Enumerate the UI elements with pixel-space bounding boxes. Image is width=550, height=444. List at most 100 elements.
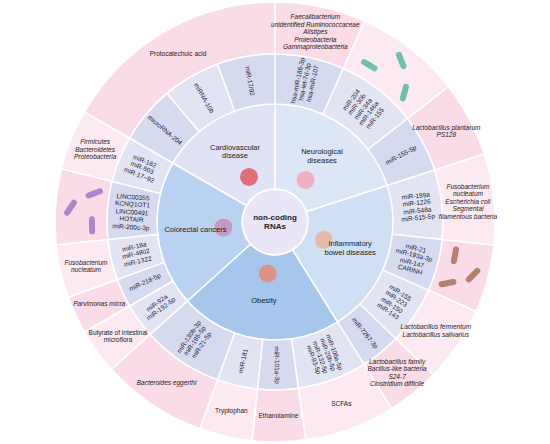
text-stack: Cardiovascular disease: [203, 144, 267, 161]
ncrna-name: miR-199a: [399, 190, 434, 201]
ncrna-segment-shape: [108, 234, 164, 279]
ncrna-name: miRNA-10b: [192, 82, 215, 115]
microbe-name: Escherichia coli: [439, 198, 497, 205]
text-stack: SCFAs: [296, 401, 386, 408]
ncrna-segment-shape: [360, 270, 429, 339]
text-stack: miR-101a-3p: [273, 346, 281, 384]
ncrna-name: miR-21-5p: [188, 327, 215, 362]
text-stack: Protocatechuic acid: [133, 50, 223, 57]
ncrna-segment-shape: [107, 181, 161, 239]
ncrna-name: miR-185-5p: [181, 323, 208, 358]
ncrna-name: miR-93-5p: [303, 341, 323, 379]
disease-icon: [315, 231, 333, 249]
microbe-name: Butyrate of intestinal microflora: [86, 329, 150, 344]
text-stack: hsa-miR-186-3phsa-let-7d-3phsa-miR-107: [289, 57, 321, 107]
text-stack: non-coding RNAs: [248, 213, 302, 231]
disease-icon: [259, 264, 277, 282]
bacterium-figure: [360, 58, 379, 72]
microbe-segment-shape: [298, 364, 391, 439]
microbe-segment-shape: [275, 2, 364, 69]
ncrna-segment-shape: [150, 301, 234, 380]
ncrna-name: miR-130b-3p: [175, 319, 202, 354]
ncrna-name: CARINH: [391, 261, 429, 278]
ncrna-name: miR-218-5p: [128, 272, 162, 293]
text-stack: miR-204miR-30bmiR-34amiR-146amiR-155: [340, 87, 387, 132]
ncrna-name: miR-150: [379, 295, 404, 315]
bacterium-figure: [438, 278, 457, 287]
microbe-segment: [343, 21, 448, 119]
ncrna-name: miR-155: [388, 283, 413, 303]
ncrna-name: hsa-let-7d-3p: [296, 59, 313, 106]
microbe-segment-shape: [435, 154, 495, 245]
disease-icon: [214, 218, 232, 236]
microbe-segment-shape: [112, 334, 218, 428]
ncrna-name: miR-132-5p: [310, 339, 330, 377]
ncrna-segment-shape: [130, 93, 200, 163]
ncrna-name: miR-503: [126, 159, 158, 178]
microbe-segment: [428, 240, 493, 312]
disease-sector-shape: [275, 104, 387, 212]
ncrna-name: microRNA-204: [147, 114, 184, 147]
microbe-name: Proteobacteria: [62, 153, 129, 160]
ncrna-name: miR-193a-3p: [395, 247, 433, 264]
ncrna-segment-shape: [387, 170, 443, 239]
disease-sector-shape: [187, 244, 337, 340]
text-stack: Obesity: [232, 297, 296, 306]
ncrna-name: miR-182: [129, 152, 161, 171]
text-stack: miR-199amiR-1226miR-548amiR-515-5p: [399, 190, 436, 223]
microbe-name: Protocatechuic acid: [133, 50, 223, 57]
ncrna-name: LINC00491: [114, 207, 152, 217]
microbe-segment-shape: [84, 306, 150, 369]
ncrna-name: miR-106a-5p: [324, 334, 344, 372]
ncrna-name: miR-18a: [119, 240, 148, 254]
text-stack: Lactobacillus fermentumLactobacillus sal…: [396, 323, 475, 338]
ncrna-name: miR-20b-5p: [317, 336, 337, 374]
microbe-segment-shape: [84, 2, 275, 138]
ncrna-segment-shape: [338, 304, 396, 365]
ncrna-name: miR-34a: [351, 96, 374, 123]
ncrna-segment-shape: [130, 281, 188, 334]
disease-sector-shape: [173, 104, 275, 206]
microbe-name: Lactobacillus family: [363, 358, 431, 365]
ncrna-segment-shape: [117, 262, 173, 306]
text-stack: LINC00355KCNQ1OT1LINC00491HOTAIRmiR-200c…: [112, 192, 152, 232]
microbe-name: Lactobacillus salivarius: [396, 330, 475, 337]
ncrna-name: miR-515-5p: [401, 213, 436, 224]
text-stack: miR-130b-3pmiR-185-5pmiR-21-5p: [175, 319, 215, 363]
microbe-segment-shape: [200, 380, 258, 441]
text-stack: Lactobacillus familyBacillus-like bacter…: [363, 358, 431, 388]
microbe-name: Bacteroidetes: [62, 146, 129, 153]
ncrna-name: miR-200c-3p: [112, 222, 150, 232]
